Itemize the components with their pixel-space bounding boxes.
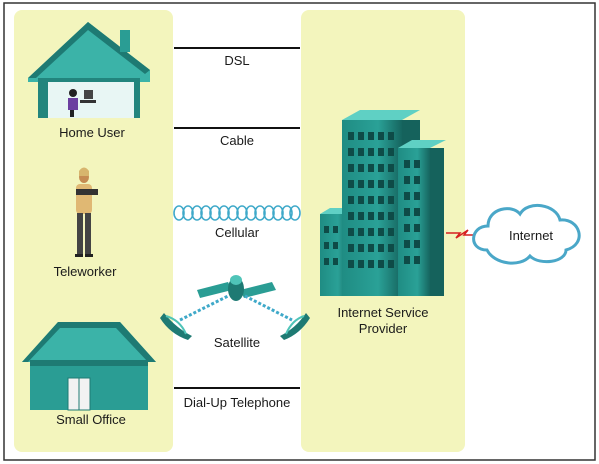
satellite-label: Satellite	[214, 335, 260, 350]
small-office-icon	[22, 322, 156, 411]
internet-cloud-icon	[472, 204, 581, 265]
isp-building-icon	[320, 110, 446, 296]
cable-label: Cable	[220, 133, 254, 148]
dialup-label: Dial-Up Telephone	[184, 395, 291, 410]
cellular-label: Cellular	[215, 225, 260, 240]
satellite-dish-icon	[160, 313, 192, 340]
satellite-dish-icon	[280, 313, 310, 340]
dsl-label: DSL	[224, 53, 249, 68]
isp-label-line1: Internet Service	[337, 305, 428, 320]
teleworker-label: Teleworker	[54, 264, 118, 279]
internet-label: Internet	[509, 228, 553, 243]
satellite-uplink	[179, 294, 293, 322]
isp-label-line2: Provider	[359, 321, 408, 336]
teleworker-person-icon	[75, 167, 98, 257]
home-user-label: Home User	[59, 125, 125, 140]
small-office-label: Small Office	[56, 412, 126, 427]
serial-link	[446, 229, 478, 239]
home-icon	[28, 22, 150, 118]
cellular-link	[173, 205, 301, 221]
satellite-icon	[197, 275, 276, 301]
